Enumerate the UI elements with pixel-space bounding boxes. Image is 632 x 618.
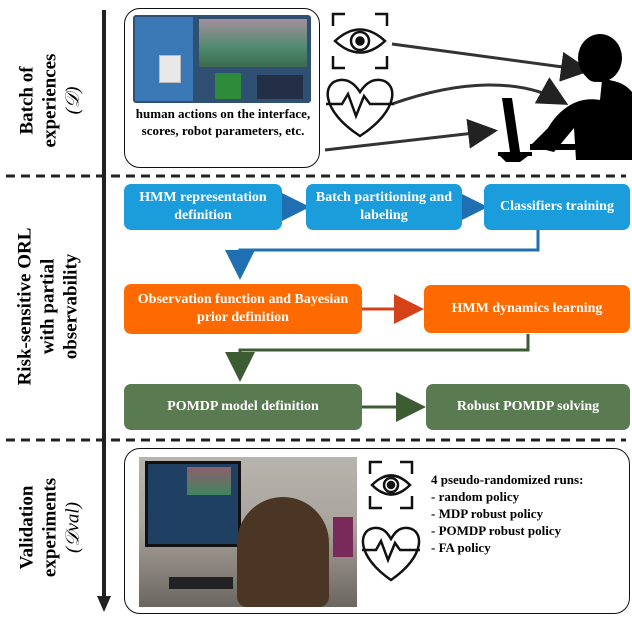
timeline-arrowhead	[97, 596, 111, 612]
robust-pomdp-solving-box: Robust POMDP solving	[426, 384, 630, 430]
experiment-photo	[139, 457, 357, 607]
interface-screenshot	[133, 15, 311, 103]
pomdp-model-definition-box: POMDP model definition	[124, 384, 362, 430]
arrow-classifiers-to-observation	[225, 229, 540, 280]
interface-robot-column	[159, 55, 181, 83]
classifiers-training-box: Classifiers training	[484, 184, 630, 230]
arrow-hmm-dynamics-to-pomdp	[225, 334, 530, 382]
validation-panel: 4 pseudo-randomized runs: - random polic…	[124, 448, 630, 614]
batch-panel: human actions on the interface, scores, …	[124, 8, 320, 168]
arrow-panel-to-user	[324, 118, 498, 152]
runs-title: 4 pseudo-randomized runs:	[431, 472, 584, 487]
photo-participant	[237, 497, 329, 607]
run-item-fa: - FA policy	[431, 540, 491, 555]
observation-function-box: Observation function and Bayesian prior …	[124, 284, 362, 334]
batch-partitioning-box: Batch partitioning and labeling	[306, 184, 462, 230]
photo-robot-screen	[333, 517, 353, 557]
interface-game-board	[215, 73, 241, 99]
run-item-pomdp: - POMDP robust policy	[431, 523, 562, 538]
runs-list: 4 pseudo-randomized runs: - random polic…	[431, 471, 583, 556]
hmm-representation-box: HMM representation definition	[124, 184, 282, 230]
arrow-eye-to-user	[391, 42, 591, 82]
interface-video-feed	[199, 19, 307, 67]
batch-caption: human actions on the interface, scores, …	[135, 106, 311, 138]
arrow-heart-to-user	[391, 77, 569, 106]
interface-score-widget	[257, 75, 303, 99]
run-item-random: - random policy	[431, 489, 520, 504]
photo-keyboard	[169, 577, 233, 589]
hmm-dynamics-box: HMM dynamics learning	[424, 285, 630, 333]
photo-monitor-video	[187, 467, 231, 495]
run-item-mdp: - MDP robust policy	[431, 506, 544, 521]
